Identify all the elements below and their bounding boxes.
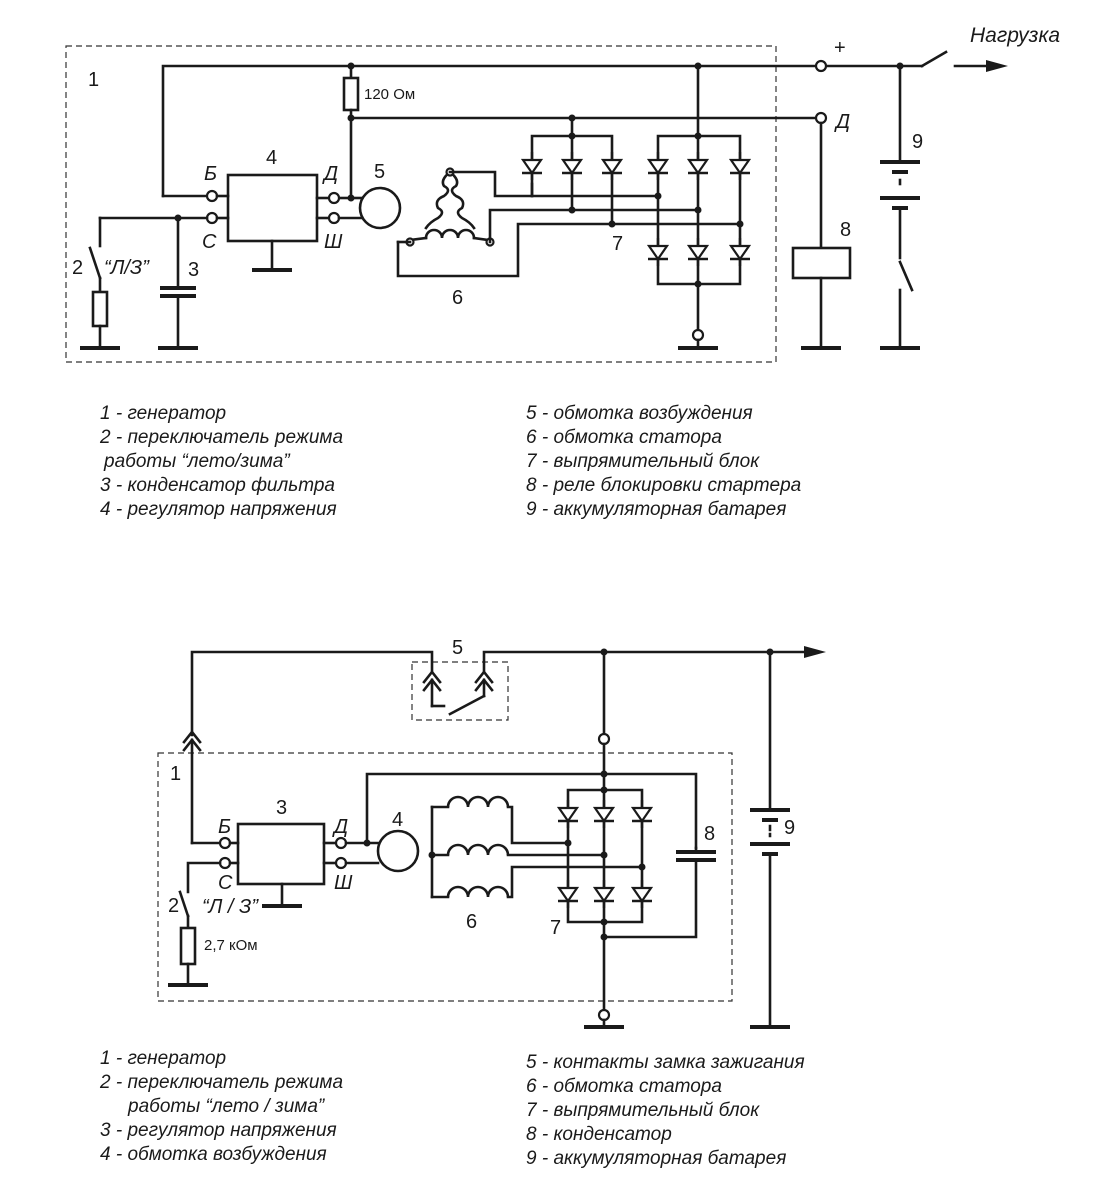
label2-4: 4 [392, 809, 403, 831]
legend-1-left: 1 - генератор 2 - переключатель режима р… [99, 403, 343, 520]
legend-item: 1 - генератор [100, 403, 226, 424]
legend-item: 5 - контакты замка зажигания [526, 1052, 805, 1073]
ignition-contacts-box [411, 661, 509, 721]
excitation-winding [358, 186, 402, 230]
switch-resistor-2 [179, 926, 197, 966]
load-label: Нагрузка [970, 24, 1060, 47]
output-arrow-icon [804, 646, 826, 658]
legend-item: работы “лето/зима” [103, 451, 291, 472]
legend-item: 9 - аккумуляторная батарея [526, 1148, 786, 1169]
switch-resistor [91, 290, 109, 328]
label2-1: 1 [170, 763, 181, 785]
resistor-120-label: 120 Ом [364, 86, 415, 103]
label2-8: 8 [704, 823, 715, 845]
legend-item: 3 - конденсатор фильтра [100, 475, 335, 496]
main-bus-wire [161, 64, 817, 198]
pin2-sh-label: Ш [334, 872, 353, 894]
pin-sh-label: Ш [324, 231, 343, 253]
label-1: 1 [88, 69, 99, 91]
label2-3: 3 [276, 797, 287, 819]
load-switch [920, 50, 948, 68]
starter-relay [791, 246, 852, 280]
label2-2: 2 [168, 895, 179, 917]
resistor-2k7-label: 2,7 кОм [204, 937, 258, 954]
label-3: 3 [188, 259, 199, 281]
legend-item: 4 - обмотка возбуждения [100, 1144, 327, 1165]
load-arrow-icon [986, 60, 1008, 72]
label-4: 4 [266, 147, 277, 169]
legend-item: 6 - обмотка статора [526, 427, 722, 448]
legend-2-left: 1 - генератор 2 - переключатель режима р… [99, 1048, 343, 1165]
label-2: 2 [72, 257, 83, 279]
pin2-c-label: С [218, 872, 233, 894]
legend-item: 8 - реле блокировки стартера [526, 475, 801, 496]
diagram-2: 5 1 3 Б С Д Ш 4 [99, 637, 826, 1169]
generator-boundary [65, 45, 777, 363]
generator-boundary-2 [157, 752, 733, 1002]
plus-label: + [834, 37, 846, 59]
rectifier-block [520, 64, 752, 350]
pin-b-label: Б [204, 163, 217, 185]
battery-switch [898, 260, 914, 292]
legend-item: 2 - переключатель режима [99, 427, 343, 448]
resistor-120 [342, 76, 360, 112]
legend-item: работы “лето / зима” [127, 1096, 326, 1117]
legend-item: 2 - переключатель режима [99, 1072, 343, 1093]
legend-item: 1 - генератор [100, 1048, 226, 1069]
label2-7: 7 [550, 917, 561, 939]
rectifier-block-2 [556, 650, 654, 1029]
pin2-b-label: Б [218, 816, 231, 838]
legend-item: 3 - регулятор напряжения [100, 1120, 337, 1141]
legend-2-right: 5 - контакты замка зажигания 6 - обмотка… [526, 1052, 805, 1169]
voltage-regulator-2 [236, 822, 326, 886]
label2-6: 6 [466, 911, 477, 933]
mode-switch [88, 246, 102, 280]
legend-item: 7 - выпрямительный блок [526, 1100, 760, 1121]
excitation-winding-2 [376, 829, 420, 873]
pin-d-label: Д [322, 163, 338, 185]
legend-item: 6 - обмотка статора [526, 1076, 722, 1097]
stator-winding-2 [428, 795, 510, 899]
label-9: 9 [912, 131, 923, 153]
label-6: 6 [452, 287, 463, 309]
switch-label-2: “Л / З” [202, 896, 259, 918]
d-terminal-label: Д [834, 111, 850, 133]
legend-item: 5 - обмотка возбуждения [526, 403, 753, 424]
label-5: 5 [374, 161, 385, 183]
ignition-contact [448, 694, 486, 716]
switch-label: “Л/З” [104, 257, 150, 279]
mode-switch-2 [178, 890, 190, 918]
legend-item: 9 - аккумуляторная батарея [526, 499, 786, 520]
legend-item: 4 - регулятор напряжения [100, 499, 337, 520]
voltage-regulator [226, 173, 319, 243]
legend-item: 8 - конденсатор [526, 1124, 672, 1145]
label-7: 7 [612, 233, 623, 255]
pin2-d-label: Д [332, 816, 348, 838]
label-8: 8 [840, 219, 851, 241]
diagram-1: 120 Ом Б С Д Ш 4 5 [65, 24, 1060, 520]
label2-9: 9 [784, 817, 795, 839]
label2-5: 5 [452, 637, 463, 659]
legend-item: 7 - выпрямительный блок [526, 451, 760, 472]
stator-winding [405, 167, 495, 247]
legend-1-right: 5 - обмотка возбуждения 6 - обмотка стат… [526, 403, 801, 520]
pin-c-label: С [202, 231, 217, 253]
